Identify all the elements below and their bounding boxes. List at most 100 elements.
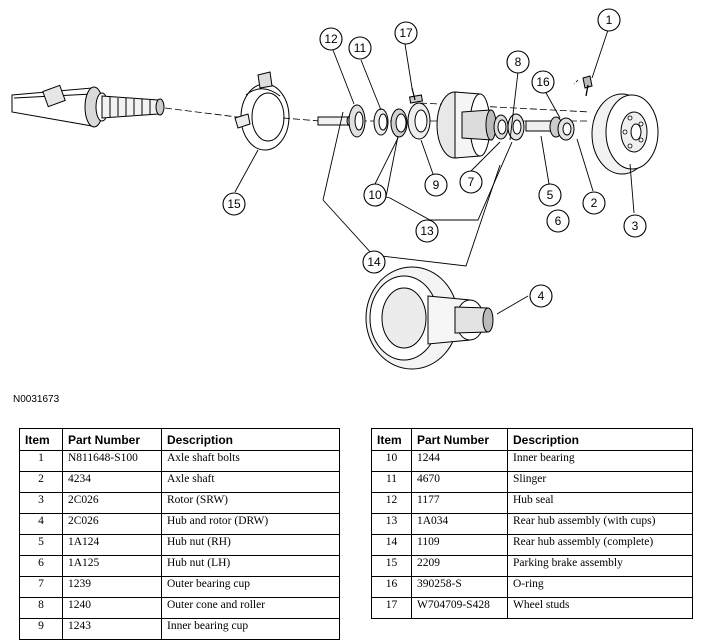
svg-text:11: 11 xyxy=(354,41,367,55)
svg-text:12: 12 xyxy=(324,32,338,46)
cell-part-number: 1A124 xyxy=(62,534,162,556)
callout-16: 16 xyxy=(531,70,555,94)
callout-9: 9 xyxy=(424,173,448,197)
cell-item: 13 xyxy=(371,513,412,535)
cell-item: 5 xyxy=(19,534,63,556)
cell-item: 7 xyxy=(19,576,63,598)
cell-description: Inner bearing cup xyxy=(161,618,340,640)
cell-part-number: 1244 xyxy=(411,450,508,472)
cell-part-number: 1A034 xyxy=(411,513,508,535)
svg-text:9: 9 xyxy=(433,178,440,192)
column-header-item: Item xyxy=(19,428,63,451)
cell-description: Outer bearing cup xyxy=(161,576,340,598)
cell-item: 14 xyxy=(371,534,412,556)
callout-15: 15 xyxy=(222,192,246,216)
svg-text:6: 6 xyxy=(555,214,562,228)
cell-part-number: 2C026 xyxy=(62,513,162,535)
cell-description: Outer cone and roller xyxy=(161,597,340,619)
svg-text:10: 10 xyxy=(368,188,382,202)
cell-description: Rotor (SRW) xyxy=(161,492,340,514)
parking-brake-drawing xyxy=(234,71,321,151)
cell-description: Wheel studs xyxy=(507,597,693,619)
column-header-item: Item xyxy=(371,428,412,451)
cell-description: Hub nut (LH) xyxy=(161,555,340,577)
column-header-part-number: Part Number xyxy=(411,428,508,451)
cell-part-number: 1109 xyxy=(411,534,508,556)
svg-text:5: 5 xyxy=(547,188,554,202)
column-header-description: Description xyxy=(507,428,693,451)
svg-text:3: 3 xyxy=(632,219,639,233)
svg-text:16: 16 xyxy=(536,75,550,89)
cell-item: 4 xyxy=(19,513,63,535)
cell-item: 11 xyxy=(371,471,412,493)
callout-2: 2 xyxy=(582,191,606,215)
column-header-description: Description xyxy=(161,428,340,451)
shaft-studs-drawing xyxy=(317,115,354,127)
rotor-srw-drawing xyxy=(591,93,659,175)
cell-item: 3 xyxy=(19,492,63,514)
cell-description: Rear hub assembly (complete) xyxy=(507,534,693,556)
table-header-row: Item Part Number Description xyxy=(371,428,693,451)
callout-6: 6 xyxy=(546,209,570,233)
cell-description: Parking brake assembly xyxy=(507,555,693,577)
cell-part-number: 1A125 xyxy=(62,555,162,577)
table-header-row: Item Part Number Description xyxy=(19,428,340,451)
svg-text:15: 15 xyxy=(227,197,241,211)
cell-description: Hub and rotor (DRW) xyxy=(161,513,340,535)
cell-item: 15 xyxy=(371,555,412,577)
svg-text:1: 1 xyxy=(606,13,613,27)
cell-item: 16 xyxy=(371,576,412,598)
callout-10: 10 xyxy=(363,183,387,207)
cell-item: 8 xyxy=(19,597,63,619)
cell-part-number: 2209 xyxy=(411,555,508,577)
svg-text:14: 14 xyxy=(367,255,381,269)
callout-14: 14 xyxy=(362,250,386,274)
cell-description: Rear hub assembly (with cups) xyxy=(507,513,693,535)
callout-13: 13 xyxy=(415,219,439,243)
svg-text:8: 8 xyxy=(515,55,522,69)
cell-item: 6 xyxy=(19,555,63,577)
axle-bolt-drawing xyxy=(573,75,593,97)
column-header-part-number: Part Number xyxy=(62,428,162,451)
cell-part-number: 1239 xyxy=(62,576,162,598)
cell-part-number: N811648-S100 xyxy=(62,450,162,472)
svg-text:13: 13 xyxy=(420,224,434,238)
cell-item: 10 xyxy=(371,450,412,472)
callout-5: 5 xyxy=(538,183,562,207)
callout-1: 1 xyxy=(597,8,621,32)
cell-part-number: 1243 xyxy=(62,618,162,640)
callout-8: 8 xyxy=(506,50,530,74)
svg-text:17: 17 xyxy=(399,26,413,40)
callout-7: 7 xyxy=(459,170,483,194)
figure-code: N0031673 xyxy=(13,394,60,405)
svg-text:4: 4 xyxy=(538,289,545,303)
cell-part-number: 4234 xyxy=(62,471,162,493)
cell-description: Slinger xyxy=(507,471,693,493)
outer-bearing-stack-drawing xyxy=(493,113,575,141)
callout-4: 4 xyxy=(529,284,553,308)
cell-item: 1 xyxy=(19,450,63,472)
cell-item: 2 xyxy=(19,471,63,493)
cell-part-number: 4670 xyxy=(411,471,508,493)
cell-item: 12 xyxy=(371,492,412,514)
cell-part-number: 390258-S xyxy=(411,576,508,598)
cell-part-number: 2C026 xyxy=(62,492,162,514)
cell-description: Inner bearing xyxy=(507,450,693,472)
hub-rotor-drw-drawing xyxy=(365,266,494,370)
cell-description: Axle shaft bolts xyxy=(161,450,340,472)
